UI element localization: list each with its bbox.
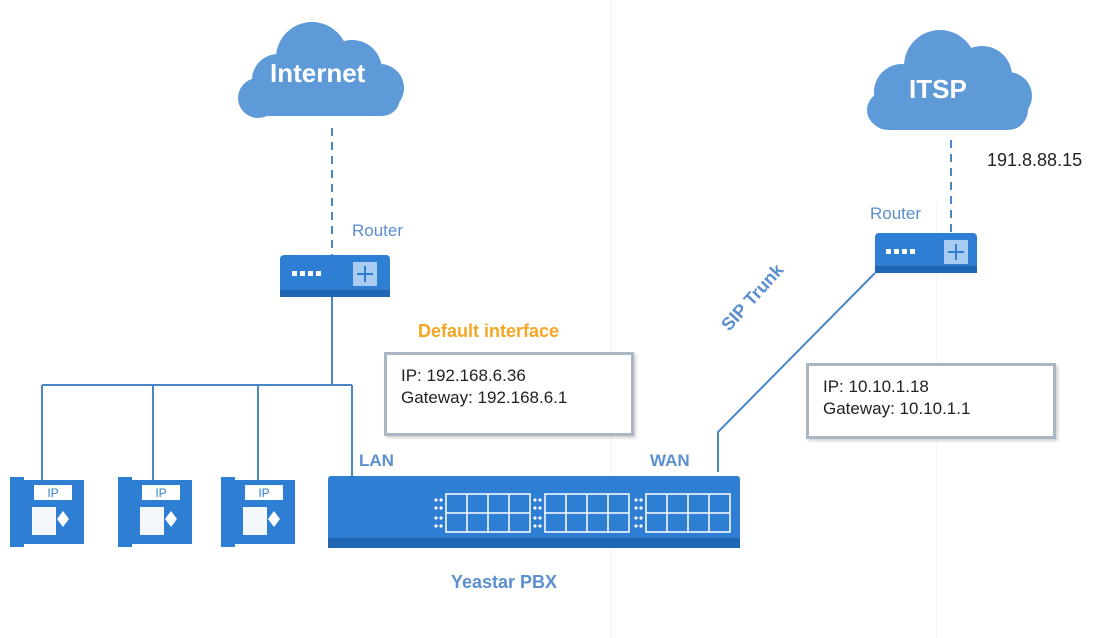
- wan-ip: IP: 10.10.1.18: [823, 377, 929, 396]
- internet-cloud-icon: [238, 22, 404, 118]
- svg-text:IP: IP: [258, 486, 269, 500]
- lan-ip-box: IP: 192.168.6.36 Gateway: 192.168.6.1: [384, 352, 634, 436]
- lan-port-label: LAN: [359, 451, 394, 470]
- itsp-label: ITSP: [909, 74, 967, 104]
- ip-phone-1-icon: IP: [10, 477, 84, 547]
- wan-gateway: Gateway: 10.10.1.1: [823, 399, 971, 418]
- sip-trunk-wire: [717, 272, 876, 472]
- lan-ip: IP: 192.168.6.36: [401, 366, 526, 385]
- right-router-label: Router: [870, 204, 922, 223]
- default-interface-label: Default interface: [418, 321, 560, 341]
- left-router-label: Router: [352, 221, 404, 240]
- wan-ip-box: IP: 10.10.1.18 Gateway: 10.10.1.1: [806, 363, 1056, 439]
- svg-text:IP: IP: [155, 486, 166, 500]
- pbx-device-icon: [328, 476, 740, 548]
- itsp-cloud-icon: [867, 30, 1032, 130]
- lan-wiring: [41, 297, 353, 483]
- lan-gateway: Gateway: 192.168.6.1: [401, 388, 568, 407]
- svg-text:IP: IP: [47, 486, 58, 500]
- right-router-icon: [875, 233, 977, 273]
- wan-port-label: WAN: [650, 451, 690, 470]
- left-router-icon: [280, 255, 390, 297]
- pbx-label: Yeastar PBX: [451, 572, 558, 592]
- itsp-ip-label: 191.8.88.15: [987, 150, 1083, 170]
- ip-phone-2-icon: IP: [118, 477, 192, 547]
- internet-label: Internet: [270, 58, 366, 88]
- ip-phone-3-icon: IP: [221, 477, 295, 547]
